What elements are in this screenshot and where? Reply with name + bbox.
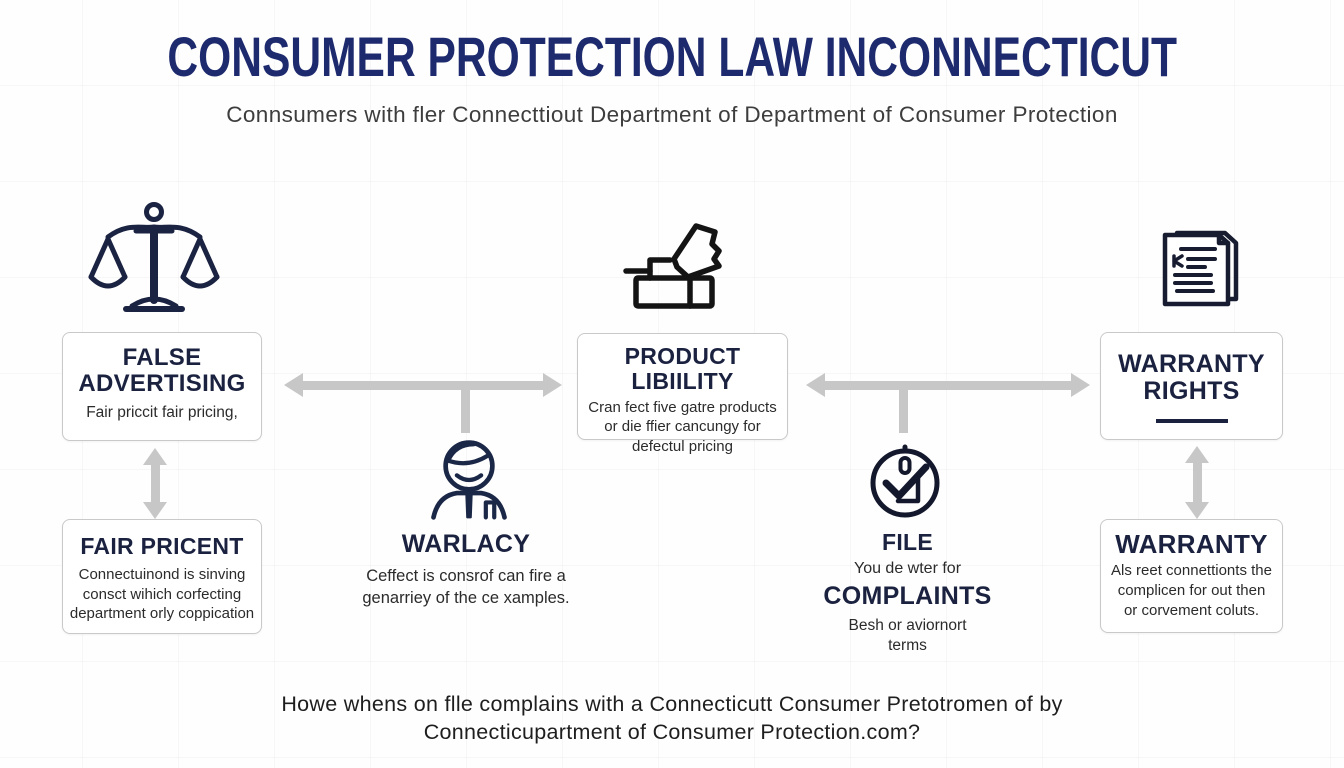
node-warranty-title: WARRANTY bbox=[1115, 529, 1268, 559]
page-subtitle: Connsumers with fler Connecttiout Depart… bbox=[226, 102, 1118, 127]
product-box-receipt-icon bbox=[623, 223, 722, 309]
node-warranty: WARRANTY Als reet connettionts the compl… bbox=[1100, 519, 1283, 633]
body-line: Connectuinond is sinving bbox=[78, 565, 246, 583]
node-file-complaints: FILE You de wter for COMPLAINTS Besh or … bbox=[785, 530, 1030, 657]
arrow-bar bbox=[823, 381, 1073, 390]
arrow-right-horizontal bbox=[806, 373, 1090, 398]
node-fair-pricent-body: Connectuinond is sinving consct wihich c… bbox=[63, 565, 261, 624]
body-line: defectul pricing bbox=[632, 438, 733, 456]
node-fair-pricent-title: FAIR PRICENT bbox=[80, 533, 244, 559]
footer-question-line2: Connecticupartment of Consumer Protectio… bbox=[423, 720, 921, 744]
node-file-title: FILE bbox=[881, 529, 934, 555]
node-false-advertising-body: Fair priccit fair pricing, bbox=[86, 403, 238, 421]
body-line: Als reet connettionts the bbox=[1111, 562, 1272, 580]
arrow-bar bbox=[151, 463, 160, 504]
page-title-text: CONSUMER PROTECTION LAW INCONNECTICUT bbox=[167, 25, 1177, 88]
node-false-advertising: FALSE ADVERTISING Fair priccit fair pric… bbox=[62, 332, 262, 441]
body-line: or die ffier cancungy for bbox=[604, 418, 761, 436]
arrow-left-vertical bbox=[143, 448, 168, 519]
scales-of-justice-icon bbox=[88, 202, 220, 312]
title-line: FALSE bbox=[122, 344, 202, 371]
arrow-head-icon bbox=[1071, 373, 1090, 397]
node-product-liability-title: PRODUCT LIBIILITY bbox=[624, 343, 741, 394]
title-line: WARRANTY bbox=[1118, 350, 1265, 378]
body-line: Besh or aviornort bbox=[848, 616, 967, 634]
node-file-body-2: Besh or aviornort terms bbox=[785, 616, 1030, 657]
node-product-liability: PRODUCT LIBIILITY Cran fect five gatre p… bbox=[577, 333, 788, 455]
node-product-liability-body: Cran fect five gatre products or die ffi… bbox=[578, 398, 787, 457]
body-line: Ceffect is consrof can fire a bbox=[366, 567, 566, 585]
arrow-bar bbox=[1193, 461, 1202, 504]
check-circle-icon bbox=[870, 444, 940, 518]
body-line: or corvement coluts. bbox=[1123, 601, 1260, 619]
node-warlacy-title: WARLACY bbox=[401, 530, 531, 558]
body-line: genarriey of the ce xamples. bbox=[362, 588, 570, 607]
node-warranty-rights: WARRANTY RIGHTS bbox=[1100, 332, 1283, 440]
node-fair-pricent: FAIR PRICENT Connectuinond is sinving co… bbox=[62, 519, 262, 634]
connector-stub-right bbox=[899, 386, 908, 433]
body-line: consct wihich corfecting bbox=[82, 585, 242, 603]
person-icon bbox=[431, 440, 507, 520]
arrow-left-horizontal bbox=[284, 373, 562, 398]
body-line: complicen for out then bbox=[1117, 581, 1266, 599]
node-complaints-title: COMPLAINTS bbox=[823, 581, 992, 610]
body-line: department orly coppication bbox=[69, 605, 255, 623]
node-warranty-rights-title: WARRANTY RIGHTS bbox=[1101, 351, 1282, 405]
arrow-bar bbox=[301, 381, 545, 390]
body-line: Cran fect five gatre products bbox=[588, 398, 777, 416]
arrow-head-icon bbox=[143, 502, 167, 519]
title-line: RIGHTS bbox=[1143, 377, 1240, 405]
underline-bar bbox=[1155, 419, 1228, 423]
node-file-body-1: You de wter for bbox=[853, 559, 962, 577]
arrow-head-icon bbox=[1185, 446, 1209, 463]
connector-stub-left bbox=[461, 386, 470, 433]
arrow-right-vertical bbox=[1185, 446, 1210, 519]
body-line: terms bbox=[888, 637, 927, 655]
node-warranty-body: Als reet connettionts the complicen for … bbox=[1101, 561, 1282, 620]
documents-icon bbox=[1162, 230, 1239, 307]
arrow-head-icon bbox=[143, 448, 167, 465]
footer-question-line1: Howe whens on flle complains with a Conn… bbox=[281, 692, 1063, 716]
node-false-advertising-title: FALSE ADVERTISING bbox=[63, 345, 261, 397]
arrow-head-icon bbox=[1185, 502, 1209, 519]
node-warlacy-body: Ceffect is consrof can fire a genarriey … bbox=[335, 566, 597, 610]
arrow-head-icon bbox=[543, 373, 562, 397]
arrow-head-icon bbox=[284, 373, 303, 397]
title-line: ADVERTISING bbox=[78, 369, 246, 397]
arrow-head-icon bbox=[806, 373, 825, 397]
page-title: CONSUMER PROTECTION LAW INCONNECTICUT bbox=[0, 24, 1344, 89]
node-warlacy: WARLACY Ceffect is consrof can fire a ge… bbox=[335, 531, 597, 610]
